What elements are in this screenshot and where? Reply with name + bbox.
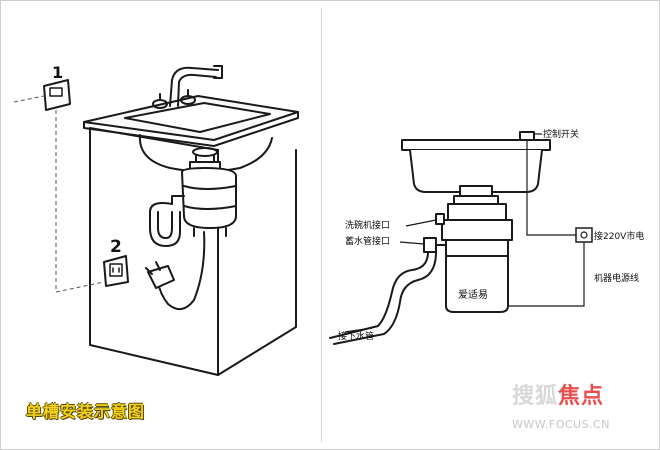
dashed-wire-switch <box>55 110 105 293</box>
panel-divider <box>321 8 322 442</box>
marker-2: 2 <box>110 237 122 257</box>
watermark-brand-red: 焦点 <box>558 384 605 409</box>
diagram-caption: 单槽安装示意图 <box>26 402 146 421</box>
sink-bowl <box>401 131 551 193</box>
water-inlet-fitting <box>423 237 447 253</box>
plug <box>145 261 175 289</box>
sink-basin <box>124 102 273 173</box>
label-control-switch: 控制开关 <box>543 128 579 140</box>
water-inlet-leader <box>399 241 425 245</box>
label-water-inlet: 蓄水管接口 <box>345 235 390 247</box>
watermark-url: WWW.FOCUS.CN <box>512 418 610 431</box>
dashed-wire-wall <box>13 95 45 103</box>
label-drain: 接下水管 <box>338 330 374 342</box>
label-power-cord: 机器电源线 <box>594 272 639 284</box>
power-cord-wire <box>508 242 585 307</box>
dishwasher-inlet <box>435 213 445 225</box>
watermark-brand: 搜狐焦点 <box>512 378 604 410</box>
faucet <box>152 65 223 109</box>
drain-hose-inner <box>333 251 437 345</box>
sink-flange <box>453 185 499 205</box>
drain-leader <box>344 327 373 333</box>
power-socket <box>575 227 593 243</box>
label-220v: 接220V市电 <box>594 230 644 242</box>
disposer-unit <box>181 154 237 237</box>
drain-hose-outer <box>329 251 429 339</box>
marker-1: 1 <box>52 63 63 82</box>
label-dishwasher-inlet: 洗碗机接口 <box>345 219 390 231</box>
label-unit-name: 爱适易 <box>458 288 488 301</box>
switch-to-socket-wire <box>526 140 576 236</box>
wall-socket-2 <box>103 255 129 287</box>
power-cord <box>157 231 206 311</box>
dishwasher-leader <box>405 219 437 227</box>
wall-switch-1 <box>43 79 71 111</box>
watermark-brand-gray: 搜狐 <box>512 384 559 409</box>
disposer-body <box>441 203 513 313</box>
waste-trap <box>149 195 185 247</box>
